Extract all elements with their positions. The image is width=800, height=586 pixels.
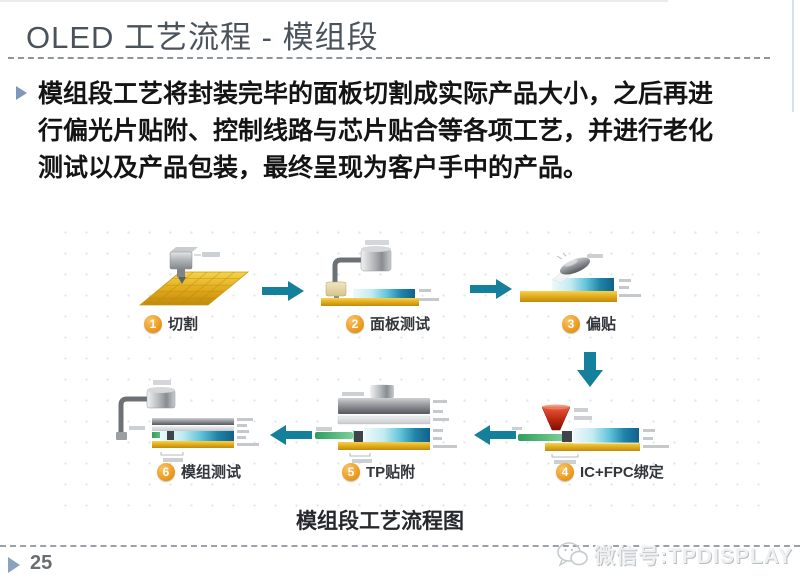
step-label-text: 偏贴 xyxy=(586,316,617,333)
step-label-text: 模组测试 xyxy=(181,464,242,481)
step-label-text: TP贴附 xyxy=(366,464,416,481)
step-number-badge: 6 xyxy=(157,462,175,481)
diagram-caption: 模组段工艺流程图 xyxy=(296,510,464,533)
body-line: 测试以及产品包装，最终呈现为客户手中的产品。 xyxy=(38,154,589,182)
step-number-badge: 1 xyxy=(144,314,162,333)
footer-divider xyxy=(0,545,800,547)
step1-cutting-illustration xyxy=(138,247,250,306)
body-line: 模组段工艺将封装完毕的面板切割成实际产品大小，之后再进 xyxy=(38,80,714,108)
step-label-ic-fpc: 4 IC+FPC绑定 xyxy=(556,461,664,482)
step-number-badge: 5 xyxy=(342,462,360,481)
step6-module-test-illustration xyxy=(116,380,259,462)
title-divider xyxy=(8,57,770,59)
watermark: 微信号:TPDISPLAY xyxy=(556,540,793,570)
body-line: 行偏光片贴附、控制线路与芯片贴合等各项工艺，并进行老化 xyxy=(38,117,714,145)
step-label-polarizer: 3 偏贴 xyxy=(562,313,616,334)
arrow-left-icon xyxy=(270,425,312,445)
step-label-cutting: 1 切割 xyxy=(144,313,198,334)
step5-tp-lamination-illustration xyxy=(315,384,457,463)
step-number-badge: 4 xyxy=(556,462,574,481)
watermark-text: 微信号:TPDISPLAY xyxy=(594,545,793,568)
arrow-left-icon xyxy=(474,425,516,445)
right-accent-line xyxy=(792,0,794,112)
step-label-text: IC+FPC绑定 xyxy=(580,464,664,481)
step-label-text: 面板测试 xyxy=(370,316,431,333)
bullet-triangle-icon xyxy=(16,86,27,100)
page-number: 25 xyxy=(30,552,53,574)
body-paragraph: 模组段工艺将封装完毕的面板切割成实际产品大小，之后再进 行偏光片贴附、控制线路与… xyxy=(38,76,778,187)
process-diagram xyxy=(55,222,777,514)
arrow-right-icon xyxy=(470,279,512,299)
step3-polarizer-illustration xyxy=(520,252,641,302)
wechat-icon xyxy=(557,542,588,567)
page-bullet-icon xyxy=(8,557,20,573)
top-border xyxy=(0,0,668,2)
step-number-badge: 3 xyxy=(562,314,580,333)
arrow-down-icon xyxy=(577,352,603,387)
page-title: OLED 工艺流程 - 模组段 xyxy=(26,20,379,55)
arrow-right-icon xyxy=(262,281,304,301)
step-label-text: 切割 xyxy=(168,316,199,333)
step2-panel-test-illustration xyxy=(321,240,439,306)
step-label-module-test: 6 模组测试 xyxy=(157,461,241,482)
step-number-badge: 2 xyxy=(346,314,364,333)
step-label-panel-test: 2 面板测试 xyxy=(346,313,430,334)
step4-ic-fpc-bonding-illustration xyxy=(512,404,669,464)
step-label-tp: 5 TP贴附 xyxy=(342,461,415,482)
